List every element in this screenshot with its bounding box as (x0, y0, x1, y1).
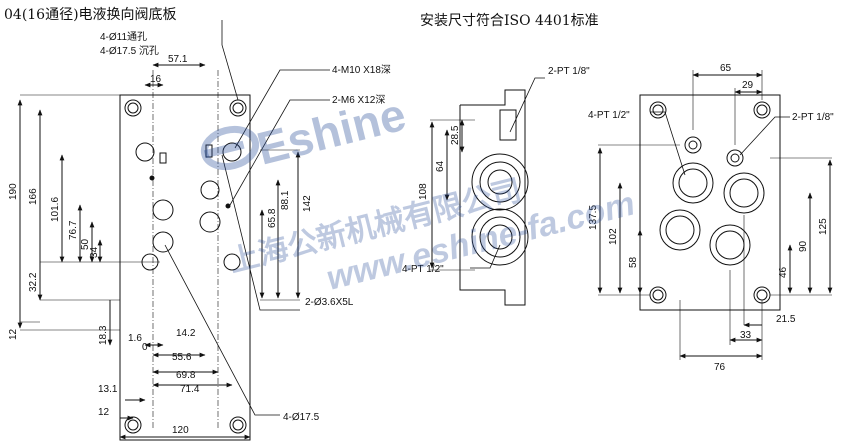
dim-14-2: 14.2 (176, 328, 196, 339)
left-view-labels: 4-Ø11通孔 4-Ø17.5 沉孔 4-M10 X18深 2-M6 X12深 … (8, 31, 391, 436)
dim-76-7: 76.7 (68, 220, 79, 240)
dim-71-4: 71.4 (180, 384, 200, 395)
dim-33: 33 (740, 330, 752, 341)
dim-102: 102 (608, 228, 619, 245)
note-mid-port: 4-PT 1/2" (402, 264, 444, 275)
port-a (152, 231, 174, 253)
dim-18-3: 18.3 (98, 325, 109, 345)
right-view-labels: 4-PT 1/2" 2-PT 1/8" 65 29 137.5 102 58 1… (588, 63, 834, 373)
note-mid-gauge: 2-PT 1/8" (548, 66, 590, 77)
corner-hole-tl (124, 99, 142, 117)
port-drain (223, 253, 241, 271)
dim-65-8: 65.8 (267, 208, 278, 228)
right-title: 安装尺寸符合ISO 4401标准 (420, 13, 599, 29)
note-ports: 4-Ø17.5 (283, 412, 320, 423)
corner-hole-bl (124, 416, 142, 434)
port-t (199, 211, 221, 233)
left-plate-view (17, 20, 330, 441)
dim-88-1: 88.1 (280, 190, 291, 210)
note-thread-m6: 2-M6 X12深 (332, 94, 385, 106)
note-rv-gauge: 2-PT 1/8" (792, 112, 834, 123)
pin-hole-2 (205, 144, 213, 158)
dim-57-1: 57.1 (168, 54, 188, 65)
dim-64: 64 (435, 160, 446, 172)
rv-corner-tr (753, 101, 771, 119)
dim-166: 166 (28, 188, 39, 205)
dim-32-2: 32.2 (28, 272, 39, 292)
right-top-view (597, 70, 833, 360)
dim-108: 108 (418, 183, 429, 200)
port-b (200, 180, 220, 200)
dim-29: 29 (742, 80, 754, 91)
port-x (135, 142, 155, 162)
dim-0: 0 (142, 342, 148, 353)
left-title: 04(16通径)电液换向阀底板 (4, 7, 177, 23)
dim-55-6: 55.6 (172, 352, 192, 363)
dim-69-8: 69.8 (176, 370, 196, 381)
dim-142: 142 (302, 195, 313, 212)
dim-16: 16 (150, 74, 162, 85)
note-through-holes: 4-Ø11通孔 (100, 31, 147, 43)
mid-side-view (429, 77, 545, 306)
dim-13-1: 13.1 (98, 384, 118, 395)
dim-12-bottom: 12 (98, 407, 110, 418)
left-plate-outline (119, 94, 251, 441)
port-y (222, 142, 242, 162)
dim-34: 34 (89, 246, 100, 258)
dim-21-5: 21.5 (776, 314, 796, 325)
corner-hole-tr (229, 99, 247, 117)
dim-65: 65 (720, 63, 732, 74)
dim-101-6: 101.6 (50, 197, 61, 222)
dim-120: 120 (172, 425, 189, 436)
rv-corner-bl (649, 286, 667, 304)
dim-125: 125 (818, 218, 829, 235)
dim-1-6: 1.6 (128, 333, 142, 344)
dim-190: 190 (8, 183, 19, 200)
dim-76: 76 (714, 362, 726, 373)
rv-corner-tl (649, 101, 667, 119)
dim-28-5: 28.5 (450, 125, 461, 145)
dim-137-5: 137.5 (588, 205, 599, 230)
note-thread-m10: 4-M10 X18深 (332, 64, 391, 76)
dim-50: 50 (80, 238, 91, 250)
pin-hole-1 (159, 152, 167, 164)
pin-dot (225, 203, 231, 209)
dim-58: 58 (628, 256, 639, 268)
pin-dot-2 (149, 175, 155, 181)
note-rv-port: 4-PT 1/2" (588, 110, 630, 121)
port-p (152, 199, 174, 221)
dim-46: 46 (778, 266, 789, 278)
eshine-logo-icon (200, 125, 260, 171)
note-counterbore: 4-Ø17.5 沉孔 (100, 44, 159, 57)
mid-view-labels: 2-PT 1/8" 4-PT 1/2" 108 64 28.5 (402, 66, 590, 275)
dim-12-left: 12 (8, 328, 19, 340)
note-pin-holes: 2-Ø3.6X5L (305, 297, 354, 308)
dim-90: 90 (798, 240, 809, 252)
corner-hole-br (229, 416, 247, 434)
